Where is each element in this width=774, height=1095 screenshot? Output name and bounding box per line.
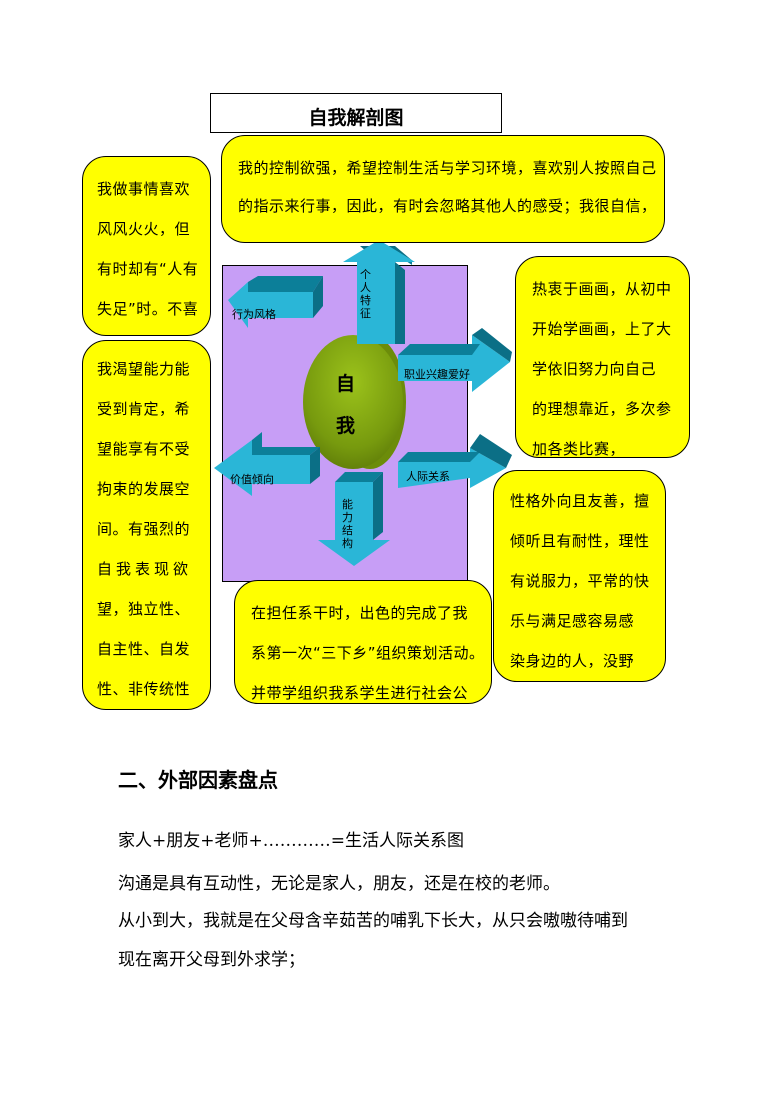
bubble-rt-line-2: 开始学画画，上了大 xyxy=(532,320,672,338)
bubble-lb-line-6: 自我表现欲 xyxy=(97,560,193,578)
bubble-lb-line-1: 我渴望能力能 xyxy=(97,360,191,378)
bubble-lb-line-7: 望，独立性、 xyxy=(97,600,191,618)
paragraph-line-1: 家人+朋友+老师+…………=生活人际关系图 xyxy=(118,831,464,851)
section-heading: 二、外部因素盘点 xyxy=(118,768,278,792)
paragraph-line-3: 从小到大，我就是在父母含辛茹苦的哺乳下长大，从只会嗷嗷待哺到 xyxy=(118,911,628,931)
arrow-label-behavior-style: 行为风格 xyxy=(232,307,276,321)
bubble-lb-line-2: 受到肯定，希 xyxy=(97,400,191,418)
diagram-title: 自我解剖图 xyxy=(210,93,502,133)
bubble-lb-line-5: 间。有强烈的 xyxy=(97,520,191,538)
bubble-lb-line-9: 性、非传统性 xyxy=(97,680,191,698)
self-char-1: 自 xyxy=(336,372,355,395)
bubble-rt-line-1: 热衷于画画，从初中 xyxy=(532,280,672,298)
bubble-work-style: 我做事情喜欢 风风火火，但 有时却有“人有 失足”时。不喜 xyxy=(82,156,211,336)
bubble-painting-interest: 热衷于画画，从初中 开始学画画，上了大 学依旧努力向自己 的理想靠近，多次参 加… xyxy=(515,256,690,458)
bubble-rb-line-1: 性格外向且友善，擅 xyxy=(510,492,650,510)
arrow-label-values: 价值倾向 xyxy=(230,472,274,486)
arrow-label-ability-4: 构 xyxy=(342,536,353,550)
bubble-lb-line-8: 自主性、自发 xyxy=(97,640,191,658)
bubble-bottom-line-1: 在担任系干时，出色的完成了我 xyxy=(251,604,469,622)
bubble-rb-line-4: 乐与满足感容易感 xyxy=(510,612,635,630)
arrow-ability-structure: 能 力 结 构 xyxy=(318,472,390,566)
bubble-rb-line-3: 有说服力，平常的快 xyxy=(510,572,650,590)
arrow-personal-traits: 个 人 特 征 xyxy=(343,240,415,344)
arrow-label-personal-traits-2: 人 xyxy=(360,281,371,294)
arrow-career-interest: 职业兴趣爱好 xyxy=(398,328,512,392)
arrow-label-personal-traits-1: 个 xyxy=(360,268,371,281)
arrow-behavior-style: 行为风格 xyxy=(228,276,323,328)
paragraph-line-4: 现在离开父母到外求学； xyxy=(118,950,305,970)
bubble-rt-line-5: 加各类比赛， xyxy=(532,440,626,458)
arrow-label-personal-traits-3: 特 xyxy=(360,293,371,307)
arrow-label-ability-1: 能 xyxy=(342,497,353,511)
bubble-lt-line-1: 我做事情喜欢 xyxy=(97,180,191,198)
bubble-control-desire: 我的控制欲强，希望控制生活与学习环境，喜欢别人按照自己 的指示来行事，因此，有时… xyxy=(221,135,665,243)
bubble-rt-line-3: 学依旧努力向自己 xyxy=(532,360,657,378)
bubble-lb-line-4: 拘束的发展空 xyxy=(97,480,191,498)
bubble-top-line-1: 我的控制欲强，希望控制生活与学习环境，喜欢别人按照自己 xyxy=(238,159,657,177)
arrow-label-ability-3: 结 xyxy=(342,524,353,537)
arrow-label-ability-2: 力 xyxy=(342,511,353,524)
self-center-node: 自 我 xyxy=(303,335,406,469)
bubble-lt-line-4: 失足”时。不喜 xyxy=(97,300,199,318)
bubble-bottom-line-2: 系第一次“三下乡”组织策划活动。 xyxy=(251,644,485,662)
self-char-2: 我 xyxy=(336,415,355,437)
bubble-lt-line-2: 风风火火，但 xyxy=(97,220,191,238)
bubble-ability-values: 我渴望能力能 受到肯定，希 望能享有不受 拘束的发展空 间。有强烈的 自我表现欲… xyxy=(82,340,211,710)
bubble-personality: 性格外向且友善，擅 倾听且有耐性，理性 有说服力，平常的快 乐与满足感容易感 染… xyxy=(493,470,666,682)
bubble-lt-line-3: 有时却有“人有 xyxy=(97,260,199,278)
bubble-rb-line-2: 倾听且有耐性，理性 xyxy=(510,532,650,550)
bubble-rb-line-5: 染身边的人，没野 xyxy=(510,652,635,670)
bubble-rt-line-4: 的理想靠近，多次参 xyxy=(532,400,672,418)
bubble-leadership: 在担任系干时，出色的完成了我 系第一次“三下乡”组织策划活动。 并带学组织我系学… xyxy=(234,580,492,704)
paragraph-line-2: 沟通是具有互动性，无论是家人，朋友，还是在校的老师。 xyxy=(118,874,560,894)
arrow-interpersonal: 人际关系 xyxy=(398,434,512,488)
arrow-label-career-interest: 职业兴趣爱好 xyxy=(404,367,470,381)
bubble-top-line-2: 的指示来行事，因此，有时会忽略其他人的感受；我很自信， xyxy=(238,197,657,215)
arrow-label-interpersonal: 人际关系 xyxy=(406,469,450,483)
arrow-values: 价值倾向 xyxy=(214,432,320,496)
bubble-lb-line-3: 望能享有不受 xyxy=(97,440,191,458)
arrow-label-personal-traits-4: 征 xyxy=(360,307,371,320)
bubble-bottom-line-3: 并带学组织我系学生进行社会公 xyxy=(251,684,469,702)
